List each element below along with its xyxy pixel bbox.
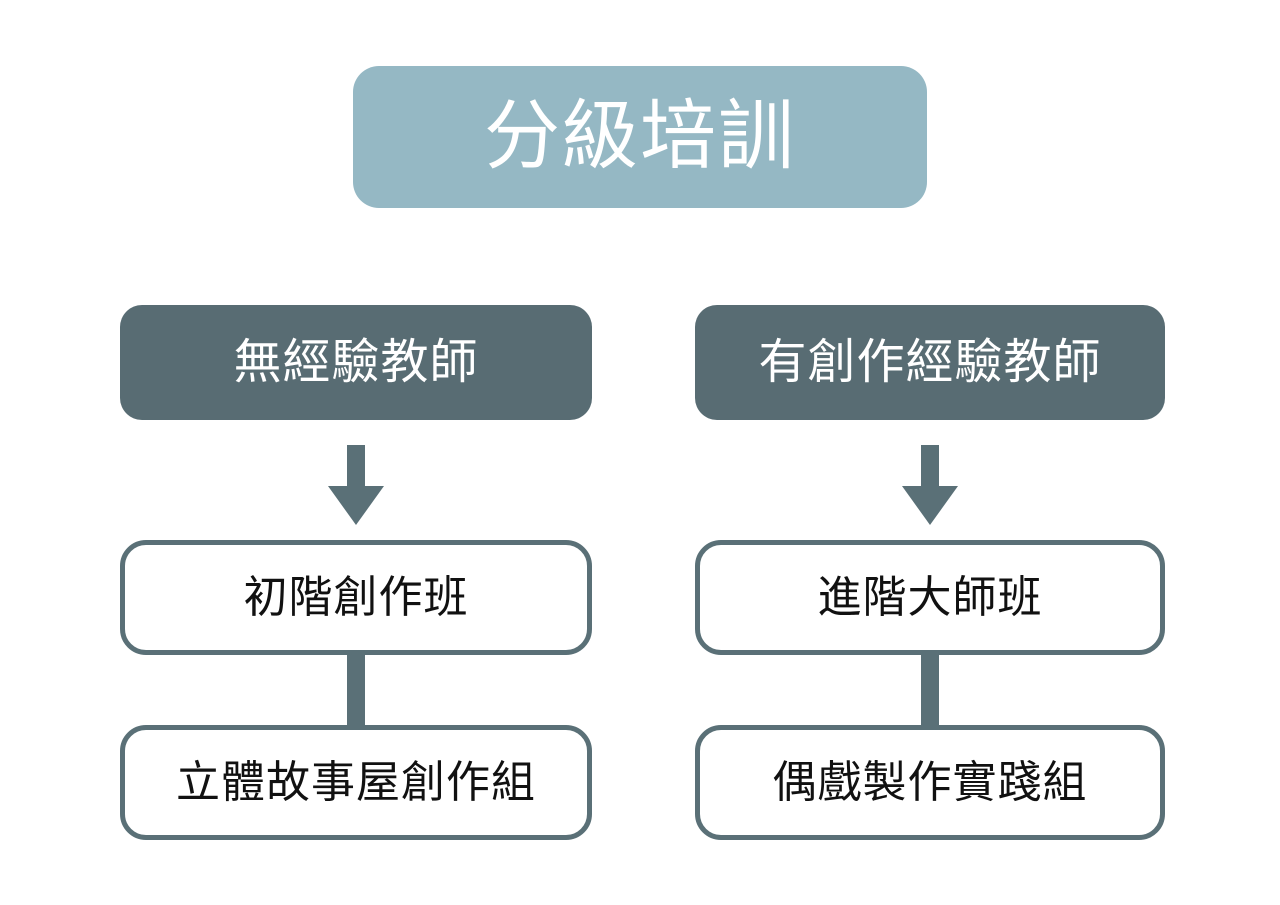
node-level2-puppet-practice-group[interactable]: 偶戲製作實踐組 <box>695 725 1165 840</box>
connector-bar-right <box>921 650 939 730</box>
arrow-head <box>328 486 384 525</box>
arrow-down-icon-right <box>902 445 958 525</box>
arrow-shaft <box>921 445 939 487</box>
node-level2-story-house-group-label: 立體故事屋創作組 <box>176 757 536 807</box>
arrow-down-icon-left <box>328 445 384 525</box>
node-level1-beginner-class-label: 初階創作班 <box>243 572 469 622</box>
node-header-no-experience[interactable]: 無經驗教師 <box>120 305 592 420</box>
node-header-with-experience-label: 有創作經驗教師 <box>758 335 1102 389</box>
arrow-shaft <box>347 445 365 487</box>
arrow-head <box>902 486 958 525</box>
node-level2-puppet-practice-group-label: 偶戲製作實踐組 <box>772 757 1088 807</box>
diagram-title-box: 分級培訓 <box>353 66 927 208</box>
node-level1-master-class-label: 進階大師班 <box>817 572 1043 622</box>
node-level1-beginner-class[interactable]: 初階創作班 <box>120 540 592 655</box>
node-level1-master-class[interactable]: 進階大師班 <box>695 540 1165 655</box>
node-level2-story-house-group[interactable]: 立體故事屋創作組 <box>120 725 592 840</box>
connector-bar-left <box>347 650 365 730</box>
node-header-no-experience-label: 無經驗教師 <box>233 335 479 389</box>
node-header-with-experience[interactable]: 有創作經驗教師 <box>695 305 1165 420</box>
diagram-title-text: 分級培訓 <box>484 94 796 179</box>
